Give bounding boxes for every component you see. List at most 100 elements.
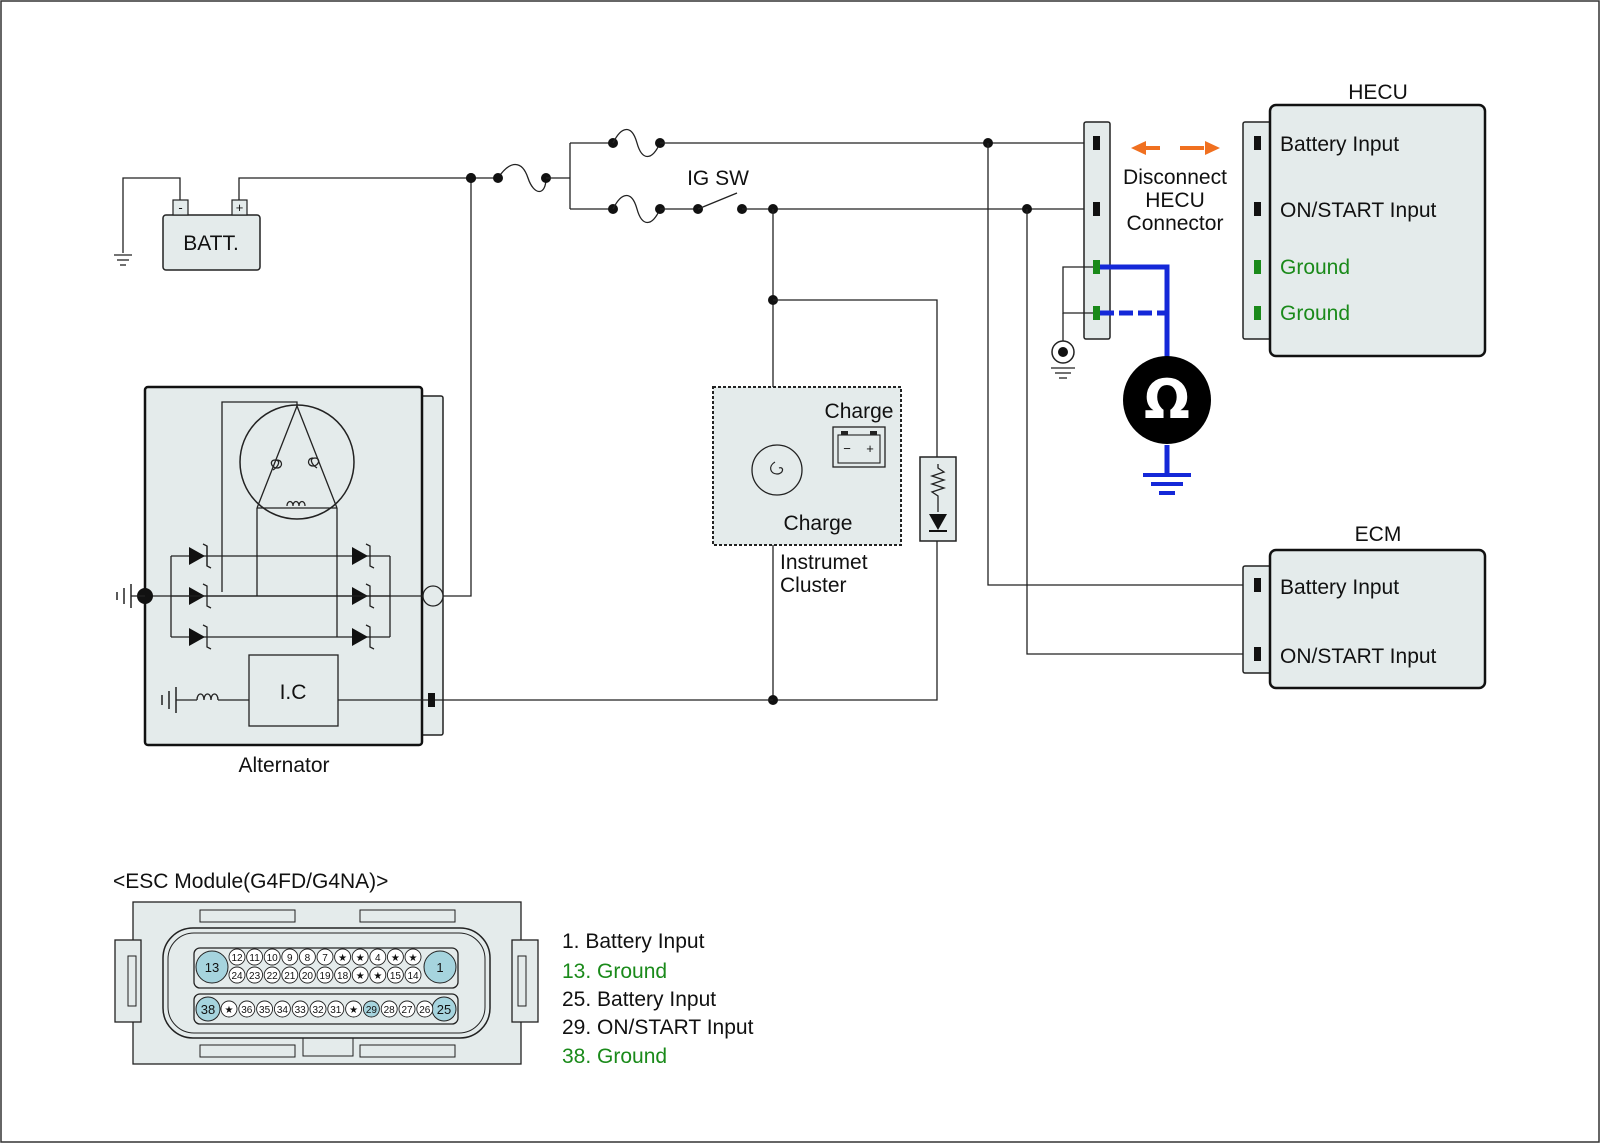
esc-pin xyxy=(298,948,316,966)
esc-pin xyxy=(369,966,387,984)
esc-pin-label: ★ xyxy=(338,953,347,964)
ic-regulator xyxy=(248,654,339,727)
charge-lamp-icon xyxy=(751,444,803,496)
battery-minus-terminal xyxy=(172,199,189,216)
alternator-label: Alternator xyxy=(238,754,329,777)
junction xyxy=(493,173,503,183)
esc-pin xyxy=(362,1000,380,1018)
hecu-pin-battery-input: Battery Input xyxy=(1280,133,1399,156)
esc-pin xyxy=(351,948,369,966)
esc-pin-label: 11 xyxy=(249,953,260,964)
disconnect-line-1: Disconnect xyxy=(1123,166,1227,189)
esc-pin-label: 10 xyxy=(267,953,279,964)
esc-pin-label: 12 xyxy=(231,953,243,964)
svg-text:1: 1 xyxy=(436,960,443,975)
esc-pin xyxy=(298,966,316,984)
esc-pin xyxy=(238,1000,256,1018)
esc-pin-label: 31 xyxy=(330,1005,342,1016)
ecm-pin-battery-input: Battery Input xyxy=(1280,576,1399,599)
ignition-fuse xyxy=(612,194,661,224)
disconnect-line-3: Connector xyxy=(1127,212,1224,235)
esc-pin-label: 27 xyxy=(401,1005,413,1016)
svg-text:25: 25 xyxy=(437,1002,451,1017)
esc-pin xyxy=(281,966,299,984)
battery-warning-icon xyxy=(832,426,886,468)
field-coil xyxy=(196,693,219,701)
esc-pin-label: ★ xyxy=(356,971,365,982)
esc-pin-label: 32 xyxy=(312,1005,324,1016)
esc-pin xyxy=(273,1000,291,1018)
esc-pin xyxy=(351,966,369,984)
esc-pin-label: 28 xyxy=(384,1005,396,1016)
esc-pin xyxy=(334,948,352,966)
esc-pin-label: ★ xyxy=(409,953,418,964)
esc-pin xyxy=(228,966,246,984)
battery-fuse xyxy=(612,128,661,158)
esc-pin-label: ★ xyxy=(356,953,365,964)
esc-pin-label: 24 xyxy=(231,971,243,982)
esc-pin xyxy=(316,966,334,984)
esc-pin xyxy=(380,1000,398,1018)
hecu-harness-connector xyxy=(1051,121,1111,379)
ig-switch-label: IG SW xyxy=(687,167,749,190)
esc-pin xyxy=(228,948,246,966)
esc-pin-label: 35 xyxy=(259,1005,271,1016)
legend-item-ground: 38. Ground xyxy=(562,1045,667,1068)
ohmmeter-probe-wires xyxy=(1100,264,1191,495)
esc-pin xyxy=(404,948,422,966)
esc-title: <ESC Module(G4FD/G4NA)> xyxy=(113,870,388,893)
hecu-pin-ground-1: Ground xyxy=(1280,256,1350,279)
esc-pin-label: 20 xyxy=(302,971,314,982)
ohm-meter-icon: Ω xyxy=(1123,356,1211,444)
esc-pin xyxy=(281,948,299,966)
esc-pin-label: 14 xyxy=(407,971,419,982)
battery-plus-sign: + xyxy=(236,200,244,215)
ecm-title: ECM xyxy=(1355,523,1402,546)
esc-pin xyxy=(316,948,334,966)
legend-item: 29. ON/START Input xyxy=(562,1016,754,1039)
legend-item: 1. Battery Input xyxy=(562,930,705,953)
esc-pin-label: 33 xyxy=(295,1005,307,1016)
esc-pin-label: 4 xyxy=(375,953,381,964)
esc-pin-label: 23 xyxy=(249,971,261,982)
esc-pin-label: 22 xyxy=(267,971,279,982)
esc-pin-label: 26 xyxy=(419,1005,431,1016)
legend-item-ground: 13. Ground xyxy=(562,960,667,983)
ohm-symbol: Ω xyxy=(1144,368,1190,431)
ecm-on-start-wire xyxy=(1026,209,1251,655)
esc-pin-label: 7 xyxy=(322,953,328,964)
esc-pin-label: 18 xyxy=(337,971,349,982)
esc-pin-label: 29 xyxy=(366,1005,378,1016)
esc-pin xyxy=(369,948,387,966)
battery: - + BATT. xyxy=(114,177,261,271)
ground-wire xyxy=(1062,266,1093,314)
esc-pin xyxy=(246,948,264,966)
esc-pin xyxy=(246,966,264,984)
esc-pin xyxy=(416,1000,434,1018)
probe-wire xyxy=(1100,264,1170,360)
ground-icon xyxy=(114,254,132,266)
svg-text:+: + xyxy=(866,441,874,456)
esc-pin-label: 34 xyxy=(277,1005,289,1016)
svg-text:38: 38 xyxy=(201,1002,215,1017)
ecm-module: ECM Battery Input ON/START Input xyxy=(1242,523,1487,690)
esc-pin xyxy=(256,1000,274,1018)
esc-pin xyxy=(327,1000,345,1018)
ground-icon xyxy=(116,584,132,608)
ground-icon xyxy=(161,687,177,713)
esc-pin-label: 8 xyxy=(305,953,311,964)
hecu-title: HECU xyxy=(1348,81,1408,104)
battery-minus-sign: - xyxy=(178,200,182,215)
b-terminal xyxy=(422,585,444,607)
esc-pin xyxy=(334,966,352,984)
battery-ground-wire xyxy=(122,177,181,253)
esc-pin xyxy=(386,966,404,984)
esc-pin-label: 19 xyxy=(319,971,331,982)
ecm-pin-on-start-input: ON/START Input xyxy=(1280,645,1437,668)
esc-pin-label: ★ xyxy=(391,953,400,964)
battery-label: BATT. xyxy=(183,232,239,255)
ig-switch-blade xyxy=(697,192,738,210)
hecu-module: HECU Battery Input ON/START Input Ground… xyxy=(1242,81,1487,358)
